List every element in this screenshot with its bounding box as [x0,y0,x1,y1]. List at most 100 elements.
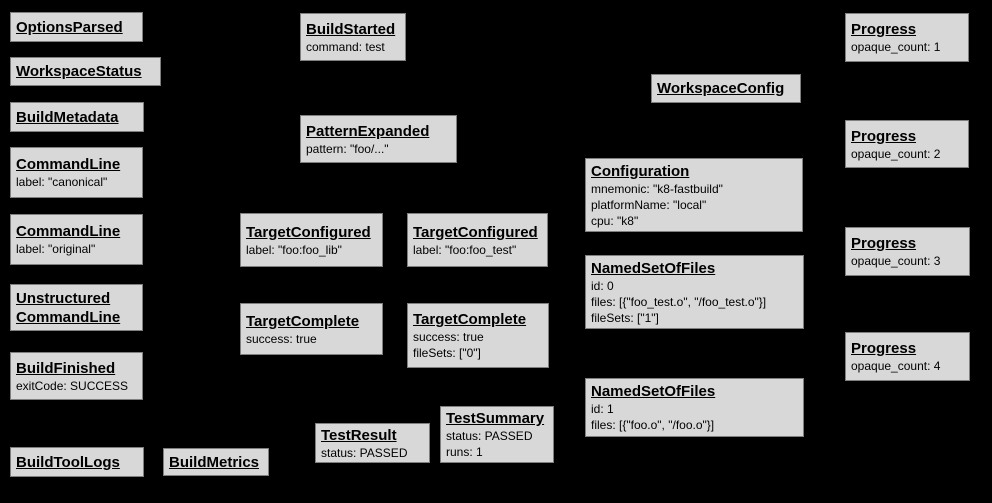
node-title-line: TestSummary [446,410,545,427]
node-field: pattern: "foo/..." [306,141,389,156]
node-title-line: PatternExpanded [306,122,430,140]
node-title: BuildStarted [306,20,400,39]
node-title: BuildMetrics [169,453,263,472]
node-title: TargetComplete [246,312,377,331]
node-progress-4: Progress opaque_count: 4 [845,332,970,381]
node-title-line: CommandLine [16,156,121,173]
node-title-line: WorkspaceStatus [16,63,142,80]
node-field: success: true [413,330,484,344]
node-title-line: TargetComplete [246,312,360,330]
node-title-line: NamedSetOfFiles [591,383,716,400]
node-field: opaque_count: 4 [851,359,941,373]
node-title-line: TargetConfigured [246,223,371,241]
node-field: fileSets: ["1"] [591,310,659,325]
node-title-line: CommandLine [16,223,121,240]
node-field: status: PASSED [321,445,408,460]
node-field: cpu: "k8" [591,213,639,228]
node-title: CommandLine [16,222,137,241]
node-field: id: 1 [591,402,614,416]
node-field: label: "original" [16,242,96,256]
node-field: runs: 1 [446,445,483,459]
node-field: opaque_count: 3 [851,254,941,268]
node-field: opaque_count: 2 [851,146,941,161]
node-title: Progress [851,127,963,146]
node-field: success: true [246,331,317,346]
node-progress-1: Progress opaque_count: 1 [845,13,969,62]
node-title: NamedSetOfFiles [591,259,798,278]
node-field: files: [{"foo_test.o", "/foo_test.o"}] [591,294,767,309]
node-target-complete-foo-test: TargetComplete success: true fileSets: ["0… [407,303,549,368]
node-build-metrics: BuildMetrics [163,448,269,476]
node-title: Progress [851,339,964,358]
node-title-line: NamedSetOfFiles [591,259,716,277]
node-title: TestSummary [446,409,548,428]
node-title: BuildFinished [16,359,137,378]
node-title: TestResult [321,426,424,445]
node-options-parsed: OptionsParsed [10,12,143,42]
node-field: fileSets: ["0"] [413,346,481,360]
node-title-line: Progress [851,235,917,252]
node-title-line: Unstructured [16,289,111,307]
node-build-metadata: BuildMetadata [10,102,144,132]
node-title-line: TargetComplete [413,311,527,328]
node-field: files: [{"foo.o", "/foo.o"}] [591,418,715,432]
node-title-line: BuildMetrics [169,453,260,471]
node-title: TargetComplete [413,310,543,329]
node-workspace-status: WorkspaceStatus [10,57,161,86]
node-title-line: Progress [851,340,917,357]
node-command-line-original: CommandLine label: "original" [10,214,143,265]
node-title: OptionsParsed [16,18,137,37]
node-title-line: Progress [851,127,917,145]
node-title-line: BuildFinished [16,359,116,377]
node-field: status: PASSED [446,429,533,443]
node-build-tool-logs: BuildToolLogs [10,447,144,477]
node-progress-3: Progress opaque_count: 3 [845,227,970,276]
node-field: label: "foo:foo_lib" [246,242,342,257]
node-field: opaque_count: 1 [851,40,941,54]
node-title-line: Configuration [591,162,690,180]
node-field: label: "canonical" [16,175,108,189]
node-workspace-config: WorkspaceConfig [651,74,801,103]
node-field: mnemonic: "k8-fastbuild" [591,181,723,196]
node-title-line: WorkspaceConfig [657,80,785,97]
node-title-line: BuildStarted [306,20,396,38]
node-title: TargetConfigured [413,223,542,242]
node-title: PatternExpanded [306,122,451,141]
node-title: CommandLine [16,155,137,174]
node-title-line: OptionsParsed [16,18,123,36]
node-field: platformName: "local" [591,197,707,212]
node-title-line: TestResult [321,426,397,444]
node-field: command: test [306,39,385,54]
node-title: BuildMetadata [16,108,138,127]
node-title: WorkspaceConfig [657,79,795,98]
node-title-line: BuildMetadata [16,108,119,126]
node-title: Progress [851,20,963,39]
node-title: WorkspaceStatus [16,62,155,81]
node-title-line: BuildToolLogs [16,453,120,471]
node-named-set-of-files-1: NamedSetOfFiles id: 1 files: [{"foo.o", "/… [585,378,804,437]
node-title: NamedSetOfFiles [591,382,798,401]
node-title: BuildToolLogs [16,453,138,472]
node-title: TargetConfigured [246,223,377,242]
node-title: Configuration [591,162,797,181]
node-field: id: 0 [591,278,614,293]
node-title-line: TargetConfigured [413,223,538,241]
node-title: Progress [851,234,964,253]
node-title-line: Progress [851,21,917,38]
node-field: exitCode: SUCCESS [16,378,129,393]
node-command-line-canonical: CommandLine label: "canonical" [10,147,143,198]
node-field: label: "foo:foo_test" [413,242,517,257]
